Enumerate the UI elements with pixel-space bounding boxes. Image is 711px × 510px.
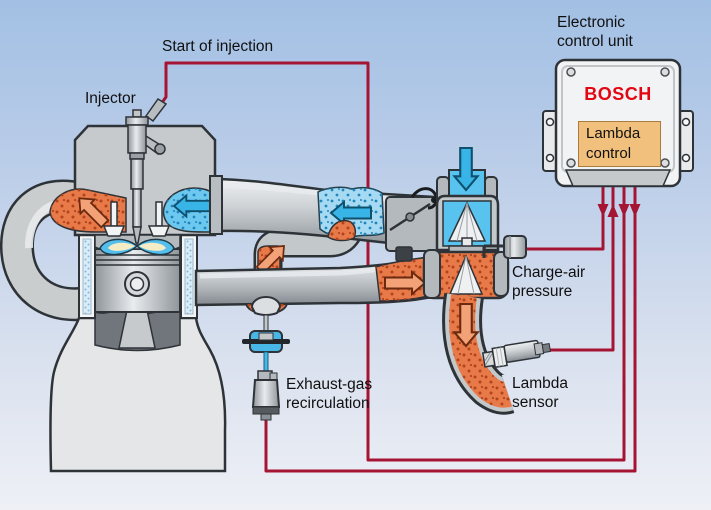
engine-valves	[102, 201, 171, 237]
turbocharger	[422, 146, 551, 415]
wire-egr	[264, 186, 637, 473]
arrow-down-icon	[618, 204, 630, 217]
wastegate-actuator	[482, 235, 527, 259]
ecu-connector-strip	[564, 169, 672, 187]
exhaust-pipe	[194, 254, 438, 307]
injector	[125, 97, 168, 247]
ecu-screws	[566, 67, 670, 168]
wire-lambda	[548, 186, 615, 352]
lambda-control-module: Lambda control	[578, 121, 661, 167]
lambda-sensor-label: Lambda sensor	[512, 375, 569, 411]
arrow-down-icon	[629, 204, 641, 217]
arrow-up-icon	[607, 204, 619, 217]
engine-assembly	[0, 97, 227, 473]
exhaust-port	[49, 188, 127, 233]
egr-label: Exhaust-gas recirculation	[286, 376, 373, 412]
lambda-sensor	[481, 339, 551, 369]
bosch-logo: BOSCH	[584, 84, 652, 104]
fuel-spray	[99, 238, 175, 256]
intake-port	[162, 187, 216, 233]
start-of-injection-label: Start of injection	[162, 38, 274, 55]
throttle-actuator	[395, 246, 413, 262]
intake-flange	[209, 175, 223, 235]
compressor	[435, 194, 500, 252]
ecu-label: Electronic control unit	[557, 14, 633, 50]
cylinder-walls	[78, 234, 198, 319]
crankcase	[49, 316, 227, 473]
wire-start-of-injection	[159, 61, 626, 462]
wire-charge-air	[526, 186, 605, 251]
exhaust-downpipe	[442, 293, 515, 415]
injector-label: Injector	[85, 90, 136, 107]
arrow-down-icon	[597, 204, 609, 217]
egr-actuator	[251, 370, 281, 421]
egr-valve	[242, 296, 290, 421]
piston	[94, 248, 181, 313]
injector-connector	[144, 97, 168, 123]
egr-poppet	[250, 296, 282, 316]
turbine	[422, 249, 510, 300]
control-wires	[159, 61, 641, 473]
charge-air-pressure-label: Charge-air pressure	[512, 264, 586, 300]
